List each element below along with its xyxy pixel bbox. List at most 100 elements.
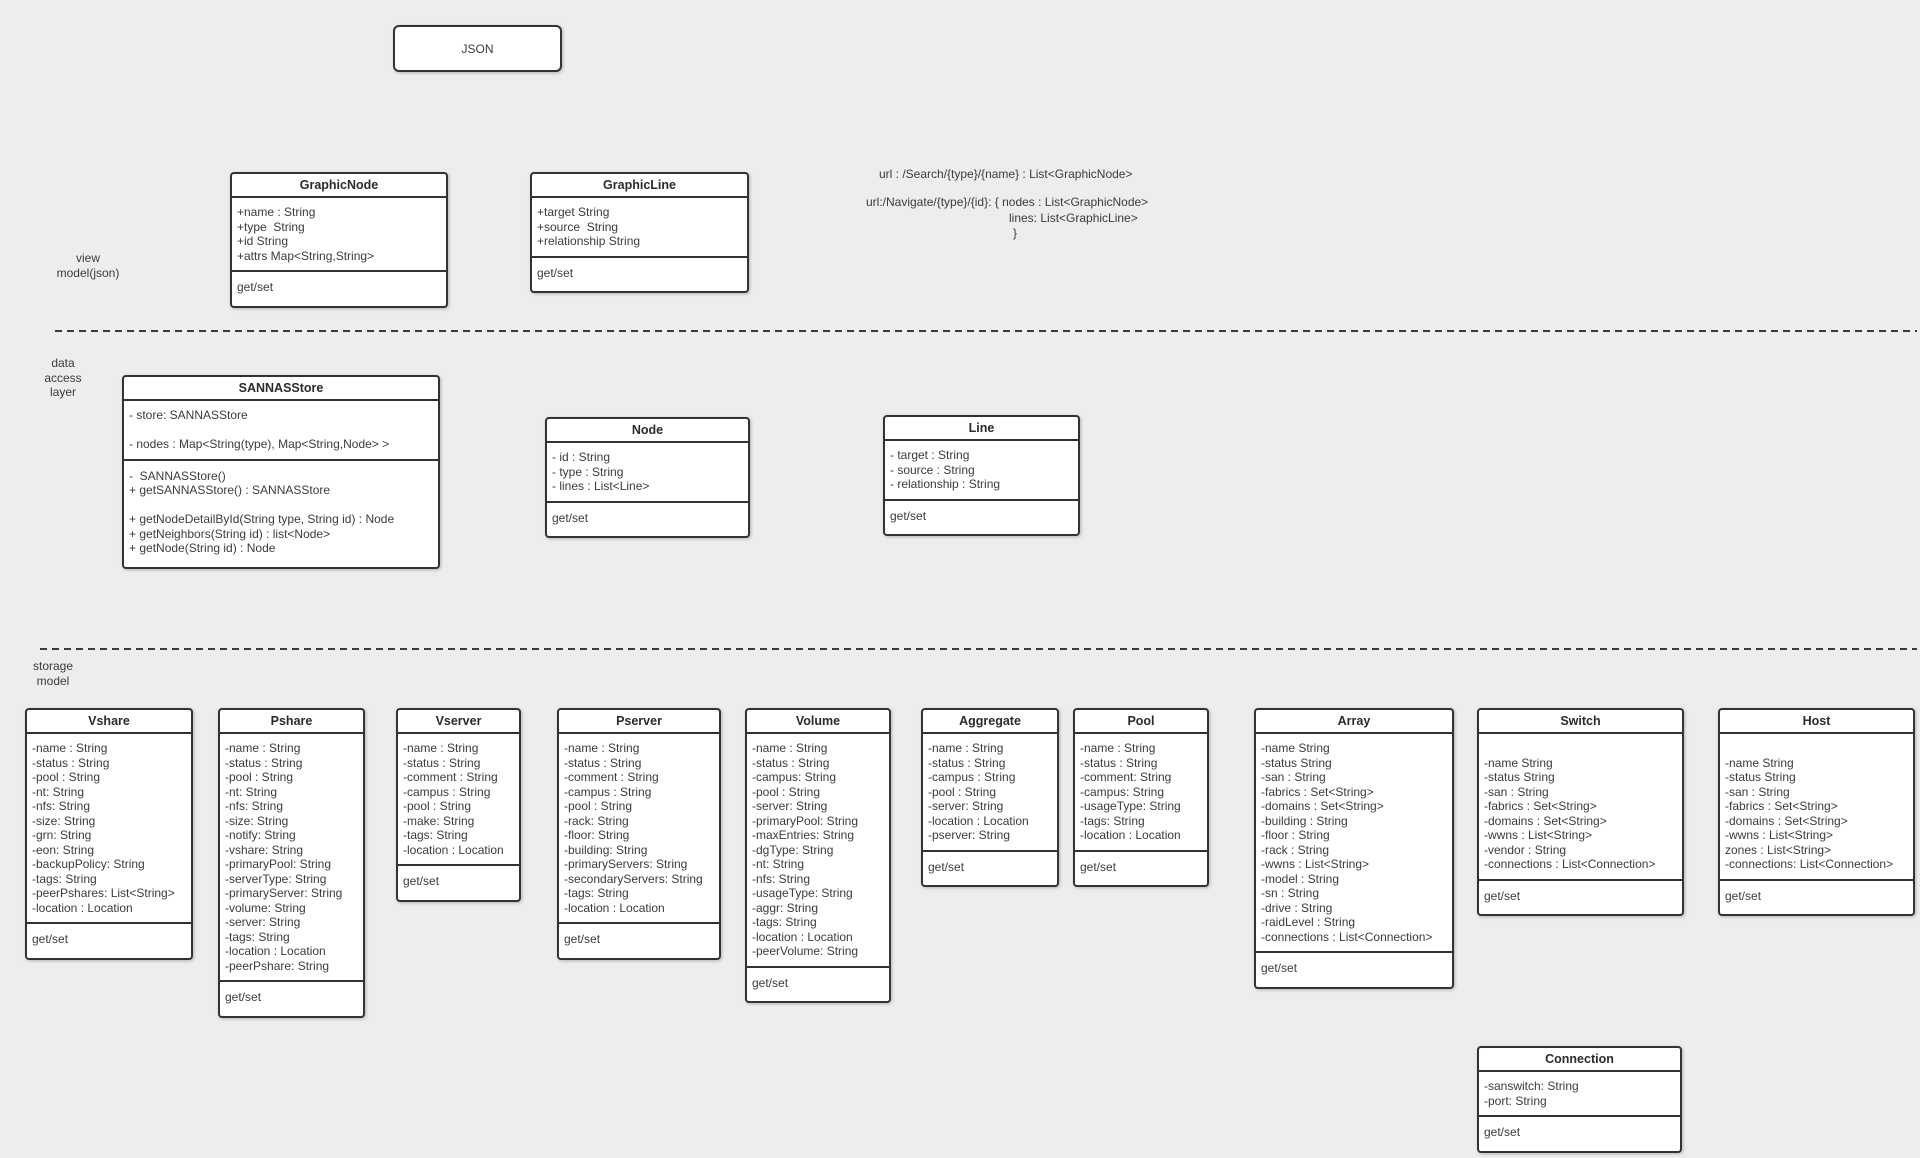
attribute-line: -usageType: String — [1080, 799, 1181, 813]
attribute-line: -dgType: String — [752, 842, 834, 857]
attribute-line: -pool : String — [403, 799, 472, 813]
class-methods: get/set — [1075, 852, 1207, 886]
attribute-line: -aggr: String — [752, 900, 819, 915]
class-title: Node — [547, 419, 748, 443]
class-attributes: -name : String-status : String-campus : … — [923, 734, 1057, 852]
attribute-line: -pool : String — [564, 799, 633, 813]
attribute-line: -location : Location — [225, 944, 326, 958]
navigate-url-annotation: url:/Navigate/{type}/{id}: { nodes : Lis… — [866, 195, 1149, 209]
method-line: get/set — [1725, 888, 1762, 903]
method-line: get/set — [225, 990, 262, 1004]
class-methods: get/set — [547, 503, 748, 537]
class-title: SANNASStore — [124, 377, 438, 401]
attribute-line: -connections : List<Connection> — [1484, 857, 1656, 871]
attribute-line: -tags: String — [564, 886, 629, 900]
attribute-line: -secondaryServers: String — [564, 871, 703, 886]
method-line: get/set — [890, 508, 927, 523]
method-line: + getNodeDetailById(String type, String … — [129, 512, 395, 526]
attribute-line: -comment: String — [1080, 770, 1172, 784]
attribute-line: -status : String — [225, 755, 303, 770]
attribute-line: -serverType: String — [225, 871, 327, 886]
class-methods: get/set — [1256, 953, 1452, 987]
attribute-line: -status String — [1261, 755, 1332, 770]
layer-label-storage-model: storage model — [20, 659, 86, 688]
class-methods: get/set — [232, 272, 446, 306]
class-attributes: -name String-status String-san : String-… — [1479, 734, 1682, 881]
class-box-array: Array-name String-status String-san : St… — [1254, 708, 1454, 989]
attribute-line: -location : Location — [1080, 828, 1181, 842]
layer-label-line: access — [44, 370, 82, 385]
layer-label-line: layer — [49, 385, 76, 399]
attribute-line: -sn : String — [1261, 886, 1320, 900]
attribute-line: -nt: String — [32, 784, 85, 799]
json-node-label: JSON — [461, 41, 494, 56]
class-box-sannasstore: SANNASStore- store: SANNASStore- nodes :… — [122, 375, 440, 569]
attribute-line: +name : String — [237, 205, 316, 219]
attribute-line: -location : Location — [752, 929, 853, 944]
attribute-line: -tags: String — [225, 929, 290, 944]
class-title: Vserver — [398, 710, 519, 734]
attribute-line: -size: String — [32, 813, 96, 828]
attribute-line: -notify: String — [225, 828, 296, 842]
attribute-line: -pool : String — [928, 784, 997, 799]
attribute-line: -primaryPool: String — [225, 857, 332, 871]
class-box-switch: Switch-name String-status String-san : S… — [1477, 708, 1684, 916]
attribute-line: -status String — [1484, 770, 1555, 784]
layer-label-view-model: view model(json) — [38, 251, 138, 280]
class-title: Switch — [1479, 710, 1682, 734]
method-line: get/set — [1261, 961, 1298, 975]
class-attributes: -name String-status String-san : String-… — [1256, 734, 1452, 953]
attribute-line: -location : Location — [564, 900, 665, 915]
class-attributes: +target String+source String+relationshi… — [532, 198, 747, 258]
layer-label-line: view — [75, 251, 100, 265]
attribute-line: -port: String — [1484, 1093, 1547, 1108]
method-line: get/set — [564, 932, 601, 946]
attribute-line: - relationship : String — [890, 477, 1001, 491]
attribute-line: -san : String — [1725, 784, 1790, 799]
attribute-line: -server: String — [225, 915, 301, 929]
attribute-line: -size: String — [225, 813, 289, 828]
attribute-line: -name : String — [564, 741, 640, 755]
class-box-host: Host-name String-status String-san : Str… — [1718, 708, 1915, 916]
class-title: GraphicNode — [232, 174, 446, 198]
class-methods: get/set — [923, 852, 1057, 886]
attribute-line: -rack : String — [1261, 842, 1330, 857]
attribute-line: -campus: String — [752, 770, 837, 784]
attribute-line: -campus : String — [564, 784, 652, 799]
class-box-pool: Pool-name : String-status : String-comme… — [1073, 708, 1209, 887]
attribute-line: - store: SANNASStore — [129, 408, 248, 422]
attribute-line: -tags: String — [1080, 813, 1145, 828]
class-title: Line — [885, 417, 1078, 441]
method-line: get/set — [1080, 859, 1117, 874]
class-attributes: -name : String-status : String-pool : St… — [220, 734, 363, 982]
attribute-line: -connections : List<Connection> — [1261, 929, 1433, 944]
attribute-line: -wwns : List<String> — [1484, 828, 1593, 842]
attribute-line: -fabrics : Set<String> — [1484, 799, 1597, 813]
class-attributes: -name : String-status : String-pool : St… — [27, 734, 191, 924]
layer-label-data-access-layer: data access layer — [28, 356, 98, 400]
attribute-line: -nfs: String — [32, 799, 91, 813]
class-attributes: -name : String-status : String-campus: S… — [747, 734, 889, 968]
navigate-url-close-brace: } — [1013, 226, 1018, 240]
attribute-line: -san : String — [1484, 784, 1549, 799]
class-methods: get/set — [1720, 881, 1913, 915]
attribute-line: -grn: String — [32, 828, 92, 842]
attribute-line: -floor: String — [564, 828, 630, 842]
class-attributes: -name : String-status : String-comment: … — [1075, 734, 1207, 852]
attribute-line: -wwns : List<String> — [1261, 857, 1370, 871]
attribute-line: - lines : List<Line> — [552, 479, 650, 493]
class-title: Pool — [1075, 710, 1207, 734]
class-box-pserver: Pserver-name : String-status : String-co… — [557, 708, 721, 960]
attribute-line: +attrs Map<String,String> — [237, 248, 375, 263]
attribute-line: -server: String — [752, 799, 828, 813]
navigate-url-lines-annotation: lines: List<GraphicLine> — [1009, 211, 1138, 225]
attribute-line: -status : String — [1080, 755, 1158, 770]
attribute-line: -comment : String — [403, 770, 498, 784]
class-title: Pshare — [220, 710, 363, 734]
class-attributes: -sanswitch: String-port: String — [1479, 1072, 1680, 1117]
attribute-line — [1484, 741, 1677, 756]
attribute-line: -name : String — [1080, 741, 1156, 755]
class-methods: get/set — [559, 924, 719, 958]
attribute-line: - type : String — [552, 464, 624, 479]
